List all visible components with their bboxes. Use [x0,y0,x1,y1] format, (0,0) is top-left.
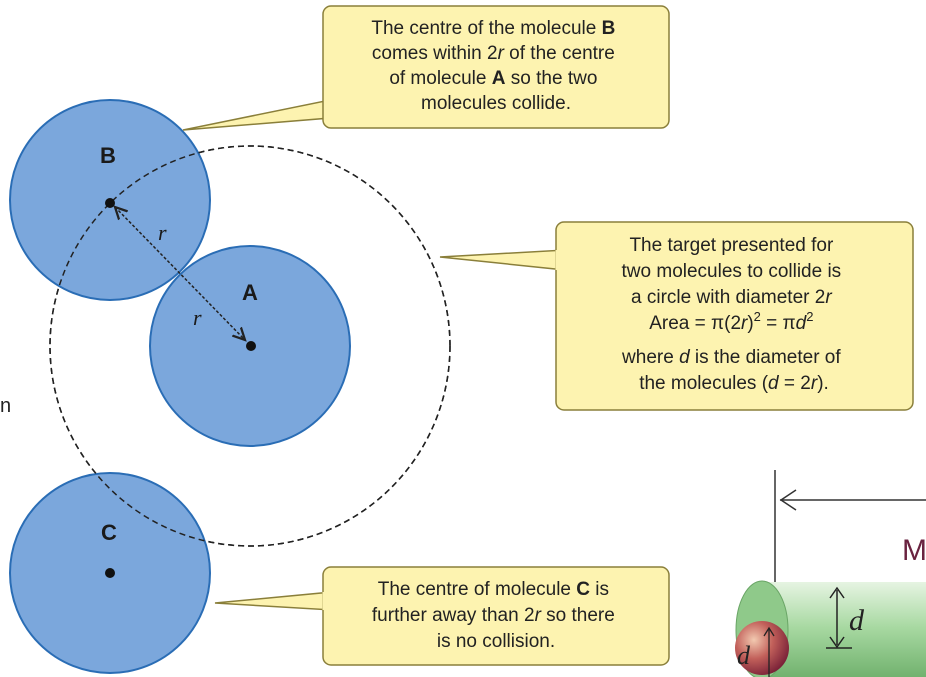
sphere [735,621,789,675]
cylinder-inset: M d d [735,470,926,677]
label-c: C [101,520,117,545]
callout-target-line5: where d is the diameter of [621,347,841,368]
centre-dot-b [105,198,115,208]
d-label-cylinder: d [849,604,865,637]
centre-dot-c [105,568,115,578]
callout-target-line1: The target presented for [629,235,834,256]
callout-c: The centre of molecule C is further away… [214,566,670,666]
d-arrow-bottom-icon [829,636,845,649]
svg-text:The centre of molecule C is: The centre of molecule C is further away… [372,579,620,652]
target-circle-overlay [49,145,451,547]
d-arrow-top-icon [829,586,845,599]
callout-b-line3: of molecule A so the two [389,68,597,89]
label-b: B [100,143,116,168]
callout-b-line2: comes within 2r of the centre [372,43,615,64]
dimension-arrowhead-icon [779,489,797,511]
callout-b: The centre of the molecule B comes withi… [182,5,670,131]
callout-c-line1: The centre of molecule C is [378,579,609,600]
callout-target-line2: two molecules to collide is [622,261,842,282]
callout-b-line1: The centre of the molecule B [371,18,615,39]
callout-c-line3: is no collision. [437,631,555,652]
callout-target: The target presented for two molecules t… [439,221,914,411]
callout-c-line2: further away than 2r so there [372,605,615,626]
centre-dot-a [246,341,256,351]
callout-target-line3: a circle with diameter 2r [631,287,832,308]
callout-b-line4: molecules collide. [421,93,571,114]
svg-text:The centre of the molecule B: The centre of the molecule B comes withi… [371,18,620,114]
svg-text:The target presented for: The target presented for two molecules t… [621,235,846,394]
callout-target-line6: the molecules (d = 2r). [639,373,829,394]
label-a: A [242,280,258,305]
callout-target-line4: Area = π(2r)2 = πd2 [649,309,813,334]
d-label-sphere: d [737,641,751,670]
radius-label-1: r [158,220,167,245]
stray-text: n [0,395,11,417]
cylinder-letter: M [902,534,926,567]
radius-arrow [115,207,245,340]
radius-label-2: r [193,305,202,330]
sphere-arrow-top-icon [763,626,775,637]
